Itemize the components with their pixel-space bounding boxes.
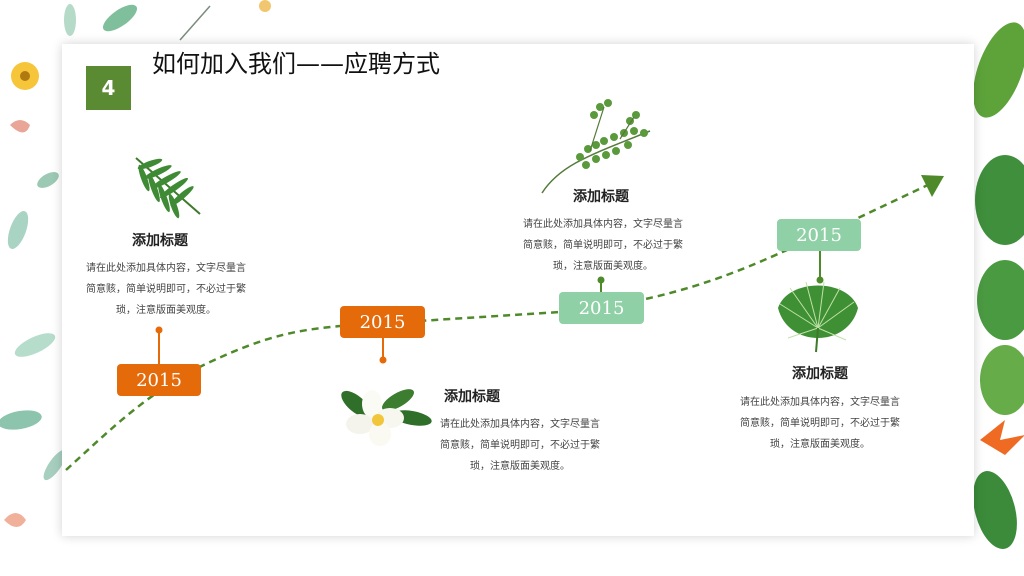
- palm-leaf-icon: [135, 157, 201, 219]
- timeline-path: [65, 182, 931, 471]
- page-title: 如何加入我们——应聘方式: [152, 50, 440, 78]
- item-title-3: 添加标题: [573, 189, 629, 205]
- year-box-2: 2015: [340, 306, 425, 338]
- item-title-1: 添加标题: [132, 233, 188, 249]
- connector-dot: [379, 356, 387, 364]
- pink-flower-icon: [10, 120, 30, 133]
- right-botanical-decoration: [973, 22, 1024, 549]
- year-box-1: 2015: [117, 364, 201, 396]
- arrow-head-icon: [921, 175, 944, 197]
- branch-icon: [179, 5, 211, 41]
- leaf-icon: [7, 211, 29, 249]
- white-flower-icon: [341, 389, 432, 446]
- connector-dot: [816, 276, 824, 284]
- year-box-4: 2015: [777, 219, 861, 251]
- item-title-4: 添加标题: [792, 366, 848, 382]
- bud-icon: [259, 0, 271, 12]
- big-leaf-icon: [973, 22, 1024, 118]
- connector-dot: [155, 326, 163, 334]
- monstera-leaf-icon: [975, 155, 1024, 245]
- monstera-leaf-icon: [977, 260, 1024, 340]
- year-box-3: 2015: [559, 292, 644, 324]
- fan-palm-icon: [778, 281, 858, 353]
- fern-sprig-icon: [541, 99, 651, 194]
- item-title-2: 添加标题: [444, 389, 500, 405]
- leaf-icon: [102, 4, 138, 32]
- leaf-icon: [64, 4, 76, 36]
- slide-number-badge: 4: [86, 66, 131, 110]
- item-text-4: 请在此处添加具体内容，文字尽量言简意赅，简单说明即可，不必过于繁琐，注意版面美观…: [740, 397, 900, 450]
- top-botanical-decoration: [64, 0, 271, 41]
- bird-of-paradise-flower-icon: [980, 420, 1024, 455]
- leaf-icon: [14, 333, 56, 357]
- leaf-icon: [973, 471, 1017, 549]
- leaf-icon: [0, 410, 42, 430]
- item-text-3: 请在此处添加具体内容，文字尽量言简意赅，简单说明即可，不必过于繁琐，注意版面美观…: [523, 219, 683, 272]
- connector-dot: [597, 276, 605, 284]
- leaf-icon: [980, 345, 1024, 415]
- yellow-flower-icon: [11, 62, 39, 90]
- leaf-icon: [43, 449, 67, 481]
- left-botanical-decoration: [0, 62, 67, 527]
- item-text-2: 请在此处添加具体内容，文字尽量言简意赅，简单说明即可，不必过于繁琐，注意版面美观…: [440, 419, 600, 472]
- leaf-icon: [37, 172, 59, 188]
- item-text-1: 请在此处添加具体内容，文字尽量言简意赅，简单说明即可，不必过于繁琐，注意版面美观…: [86, 263, 246, 316]
- pink-flower-icon: [4, 513, 26, 527]
